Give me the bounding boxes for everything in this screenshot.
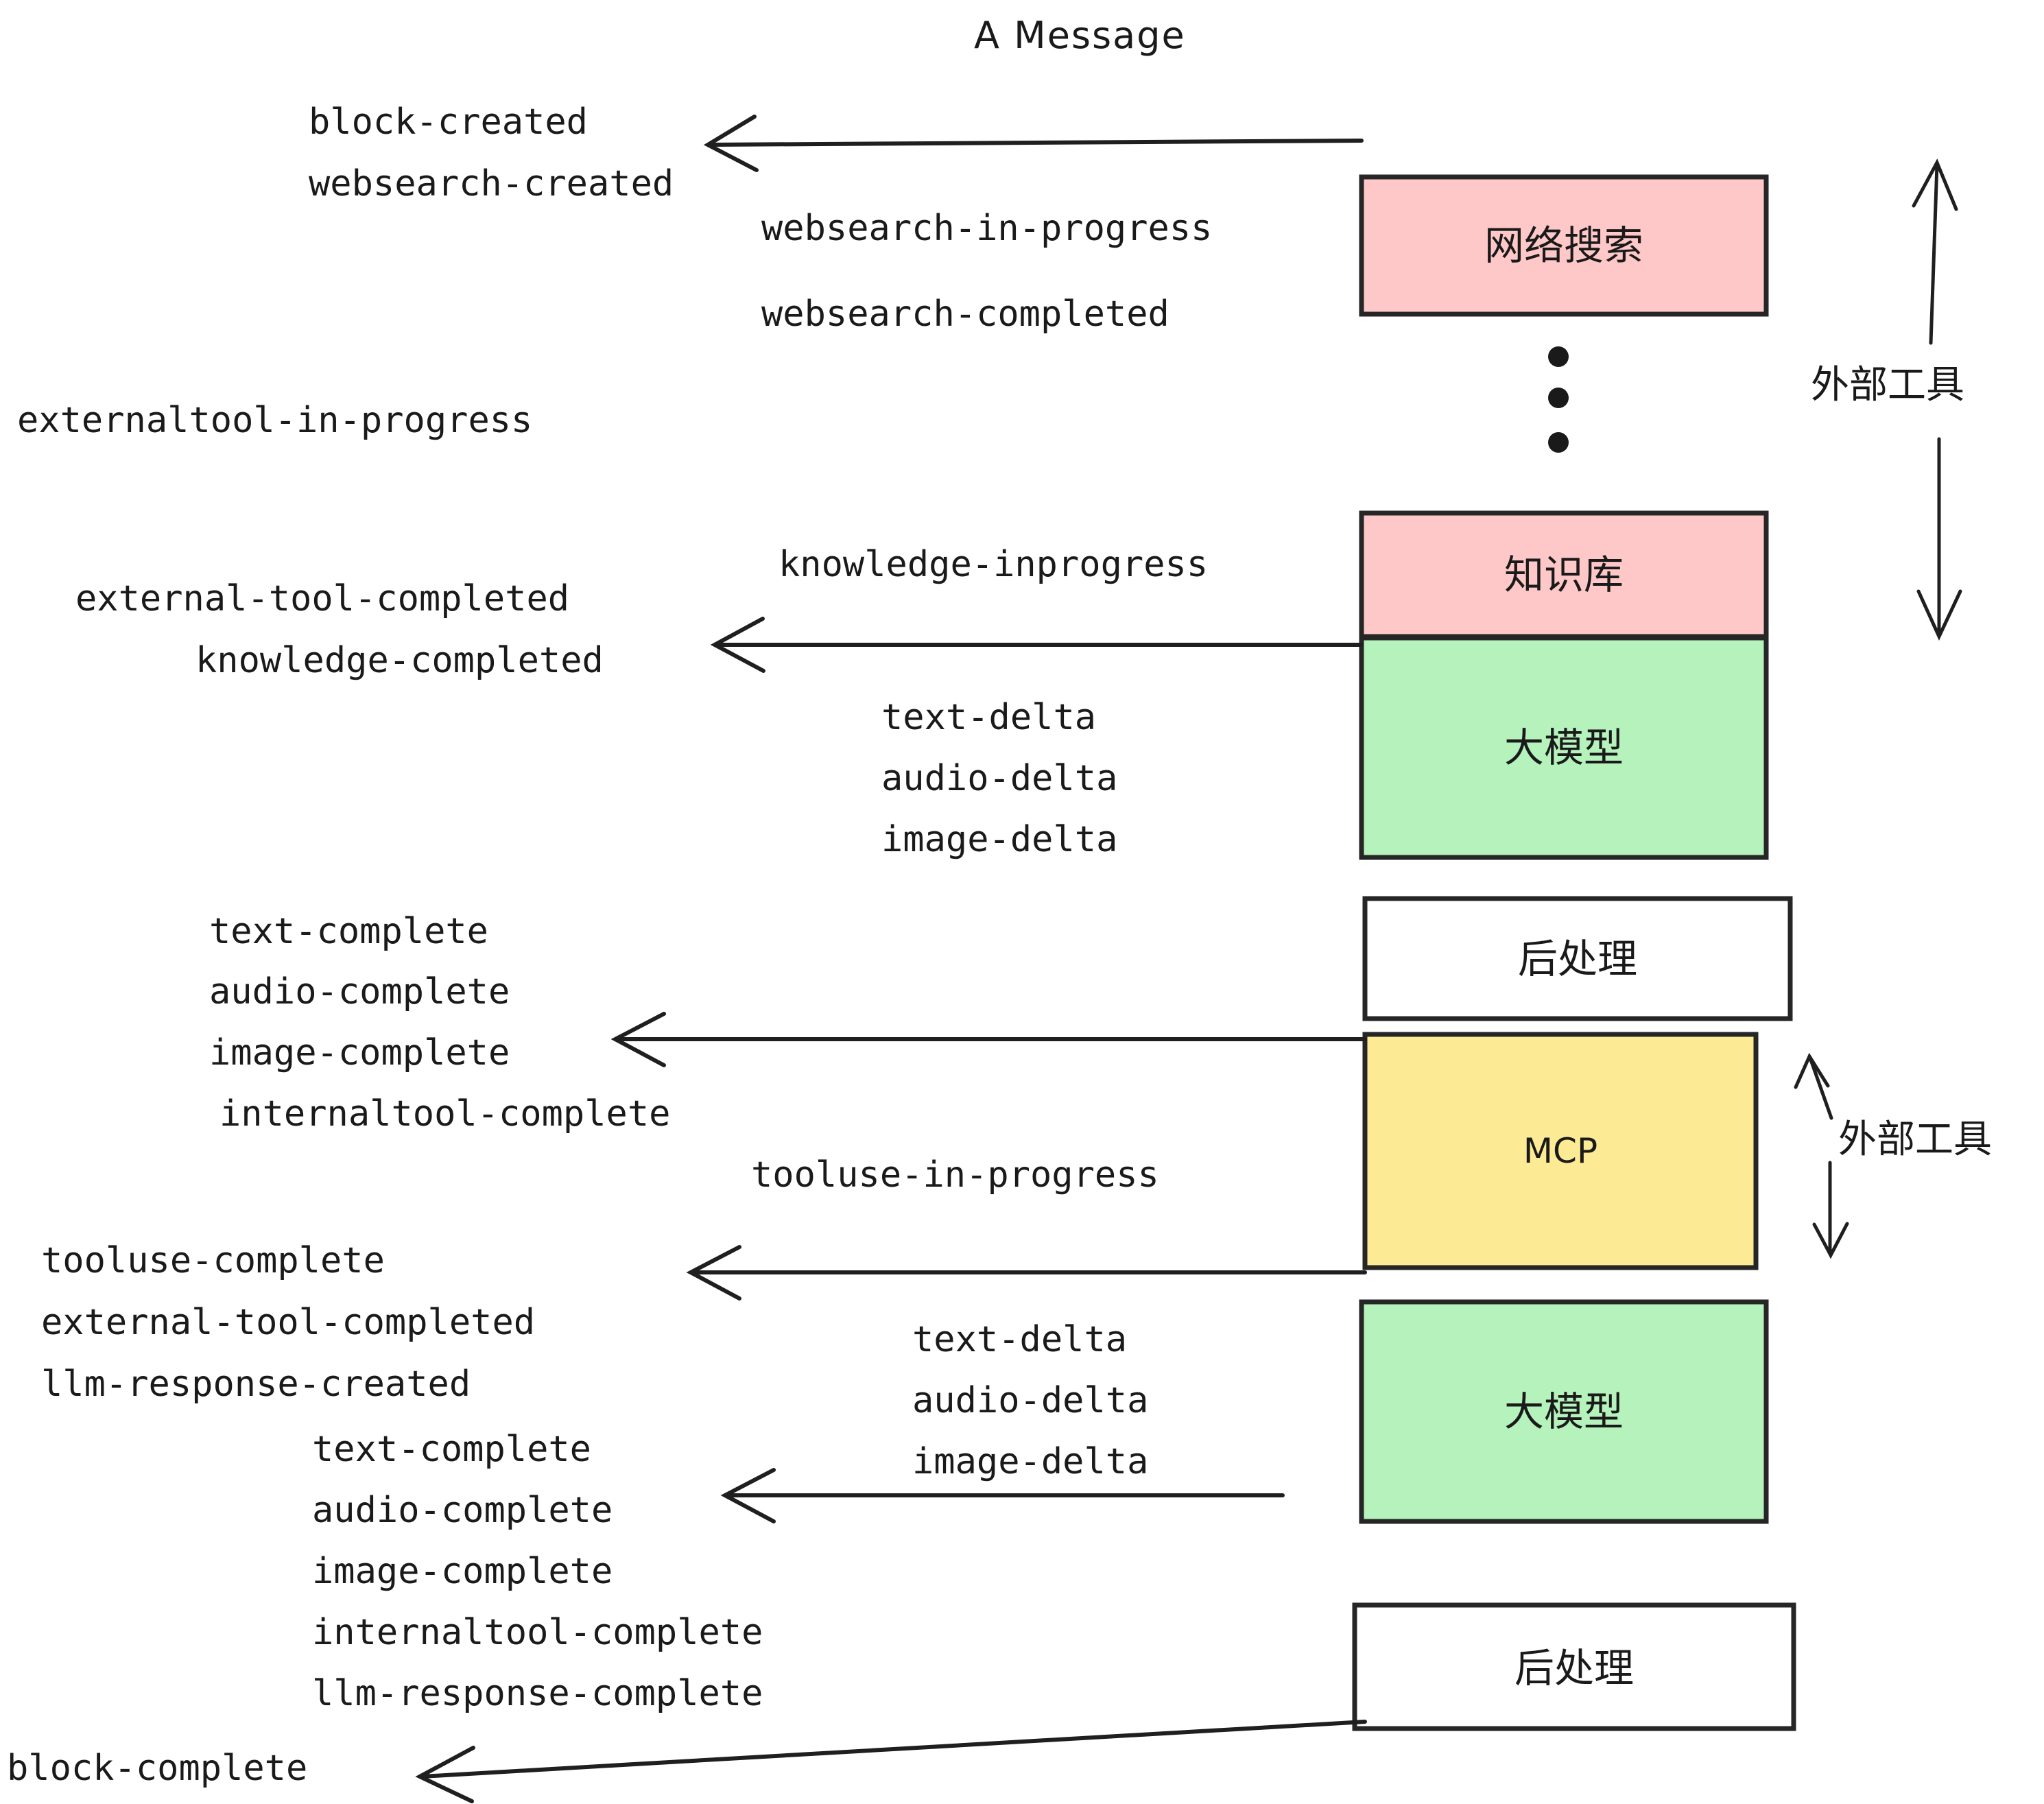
event-label-websearch-in-progress: websearch-in-progress: [761, 208, 1212, 249]
event-label-external-tool-completed-1: external-tool-completed: [75, 578, 569, 619]
event-label-externaltool-in-progress: externaltool-in-progress: [17, 400, 532, 441]
box-llm-upper[interactable]: 大模型: [1359, 635, 1769, 860]
box-label-llm-lower: 大模型: [1504, 1388, 1624, 1435]
page-title: A Message: [974, 14, 1186, 57]
arrow-block-complete-icon: [415, 1720, 1367, 1803]
box-postprocess-lower[interactable]: 后处理: [1352, 1602, 1796, 1731]
event-label-text-complete-1: text-complete: [209, 911, 488, 952]
event-label-websearch-completed: websearch-completed: [761, 294, 1169, 335]
event-label-websearch-created: websearch-created: [309, 163, 674, 204]
event-label-image-delta-1: image-delta: [881, 819, 1117, 860]
event-label-image-complete-2: image-complete: [312, 1551, 613, 1592]
box-label-websearch: 网络搜索: [1484, 222, 1643, 269]
box-llm-lower[interactable]: 大模型: [1359, 1299, 1769, 1524]
arrow-tooluse-complete-icon: [686, 1245, 1367, 1301]
arrow-block-created-icon: [703, 115, 1364, 172]
box-postprocess-upper[interactable]: 后处理: [1362, 896, 1793, 1021]
event-label-llm-response-created: llm-response-created: [41, 1364, 471, 1405]
event-label-external-tool-completed-2: external-tool-completed: [41, 1302, 535, 1343]
box-knowledge[interactable]: 知识库: [1359, 510, 1769, 639]
box-label-postprocess-lower: 后处理: [1514, 1645, 1634, 1692]
side-label-external-tools-top: 外部工具: [1811, 363, 1964, 407]
event-label-audio-delta-1: audio-delta: [881, 758, 1117, 799]
box-label-knowledge: 知识库: [1504, 551, 1624, 598]
event-label-image-delta-2: image-delta: [912, 1441, 1148, 1482]
side-annotation-external-tools-top: 外部工具: [1811, 158, 1964, 641]
box-mcp[interactable]: MCP: [1362, 1032, 1759, 1270]
event-label-knowledge-inprogress: knowledge-inprogress: [779, 544, 1208, 585]
side-annotation-external-tools-bottom: 外部工具: [1794, 1052, 1992, 1259]
event-label-block-complete: block-complete: [7, 1748, 307, 1789]
event-label-knowledge-completed: knowledge-completed: [195, 640, 604, 681]
event-label-image-complete-1: image-complete: [209, 1032, 510, 1073]
box-label-postprocess-upper: 后处理: [1518, 936, 1637, 982]
box-label-llm-upper: 大模型: [1504, 724, 1624, 771]
event-label-text-complete-2: text-complete: [312, 1429, 591, 1470]
side-label-external-tools-bottom: 外部工具: [1838, 1117, 1992, 1162]
arrow-audio-complete-icon: [720, 1468, 1285, 1523]
event-label-llm-response-complete: llm-response-complete: [312, 1673, 763, 1714]
event-label-audio-delta-2: audio-delta: [912, 1380, 1148, 1421]
box-label-mcp: MCP: [1523, 1131, 1597, 1171]
event-label-text-delta-2: text-delta: [912, 1319, 1127, 1360]
event-label-internaltool-complete-2: internaltool-complete: [312, 1612, 763, 1653]
event-label-block-created: block-created: [309, 102, 588, 143]
event-label-audio-complete-2: audio-complete: [312, 1490, 613, 1531]
arrow-image-complete-icon: [610, 1012, 1367, 1067]
event-label-text-delta-1: text-delta: [881, 697, 1096, 738]
event-label-tooluse-in-progress: tooluse-in-progress: [751, 1154, 1159, 1196]
event-labels: block-created websearch-created websearch-…: [7, 102, 1212, 1789]
component-boxes: 网络搜索 知识库 大模型 后处理 MCP 大模型 后处理: [1352, 174, 1796, 1731]
flow-arrows: [415, 115, 1367, 1803]
vertical-ellipsis-icon: [1548, 346, 1569, 453]
event-label-internaltool-complete-1: internaltool-complete: [219, 1093, 670, 1135]
event-label-audio-complete-1: audio-complete: [209, 971, 510, 1012]
box-websearch[interactable]: 网络搜索: [1359, 174, 1769, 317]
arrow-knowledge-completed-icon: [710, 617, 1364, 673]
event-label-tooluse-complete: tooluse-complete: [41, 1240, 385, 1281]
